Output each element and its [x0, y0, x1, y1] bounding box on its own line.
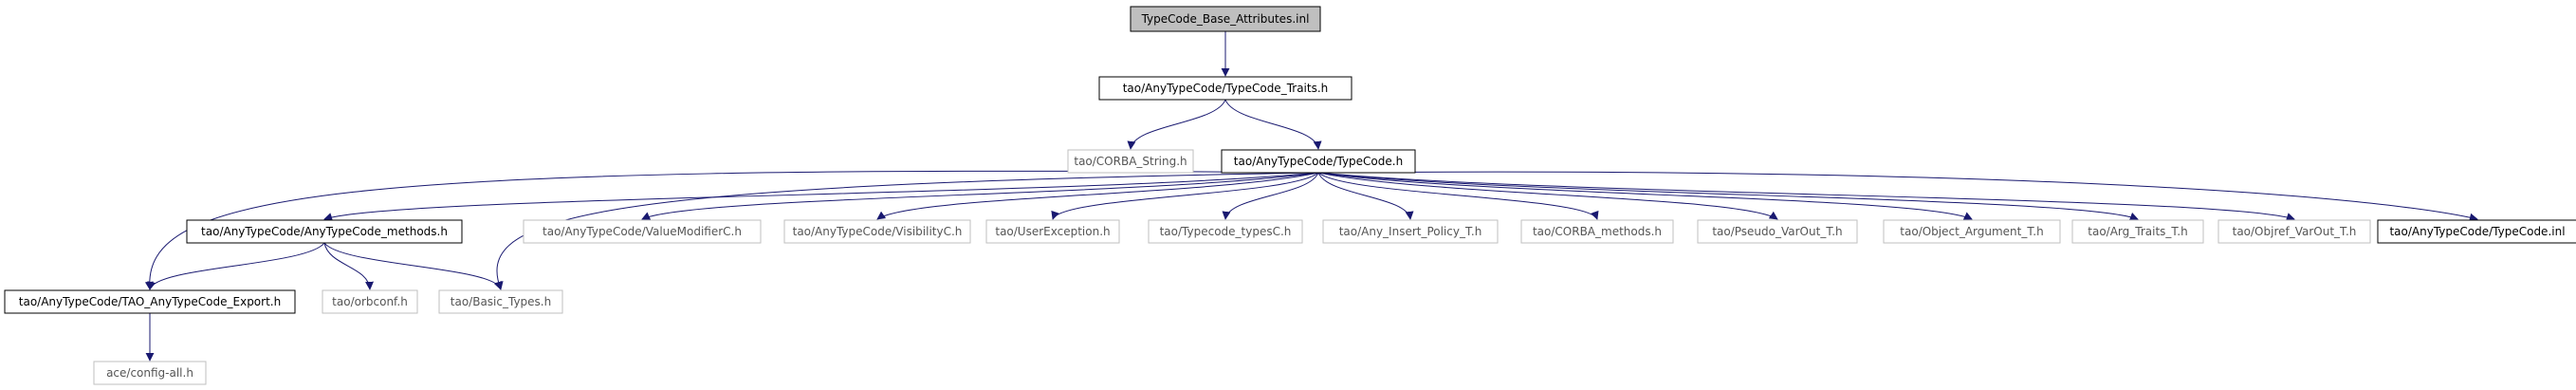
node-box [523, 219, 762, 244]
node-box [1221, 149, 1416, 174]
edge-typecode_h-to-corba_methods [1317, 172, 1599, 220]
edge-typecode_h-to-pseudo_varout [1317, 172, 1778, 220]
node-box [1148, 219, 1303, 244]
node-label: tao/AnyTypeCode/AnyTypeCode_methods.h [201, 225, 448, 238]
node-objref_varout: tao/Objref_VarOut_T.h [2217, 219, 2371, 244]
node-box [438, 289, 563, 314]
node-box [1098, 76, 1352, 101]
node-label: tao/UserException.h [995, 225, 1110, 238]
node-label: tao/Basic_Types.h [451, 295, 551, 308]
edge-typecode_h-to-value_modifier [641, 172, 1319, 220]
node-config_all: ace/config-all.h [93, 361, 207, 385]
node-label: tao/AnyTypeCode/TAO_AnyTypeCode_Export.h [19, 295, 281, 308]
node-traits[interactable]: tao/AnyTypeCode/TypeCode_Traits.h [1098, 76, 1352, 101]
node-label: tao/AnyTypeCode/VisibilityC.h [793, 225, 963, 238]
node-box [322, 289, 418, 314]
node-box [1067, 149, 1194, 174]
edge-traits-to-corba_string [1127, 99, 1226, 150]
node-box [2377, 219, 2576, 244]
node-box [2071, 219, 2204, 244]
node-box [1130, 6, 1321, 32]
node-box [4, 289, 296, 314]
node-label: tao/CORBA_String.h [1074, 155, 1187, 168]
node-box [1883, 219, 2061, 244]
node-orbconf: tao/orbconf.h [322, 289, 418, 314]
edge-typecode_h-to-typecode_inl [1317, 171, 2478, 222]
node-corba_string: tao/CORBA_String.h [1067, 149, 1194, 174]
node-label: TypeCode_Base_Attributes.inl [1141, 12, 1310, 26]
node-label: ace/config-all.h [106, 366, 193, 380]
edge-typecode_h-to-tao_export [144, 170, 1319, 290]
node-label: tao/CORBA_methods.h [1533, 225, 1662, 238]
edge-traits-to-typecode_h [1224, 99, 1322, 150]
node-root: TypeCode_Base_Attributes.inl [1130, 6, 1321, 32]
node-typecode_h[interactable]: tao/AnyTypeCode/TypeCode.h [1221, 149, 1416, 174]
node-box [186, 219, 463, 244]
edge-methods_h-to-orbconf [323, 242, 375, 290]
node-value_modifier: tao/AnyTypeCode/ValueModifierC.h [523, 219, 762, 244]
node-any_insert: tao/Any_Insert_Policy_T.h [1322, 219, 1499, 244]
node-label: tao/Pseudo_VarOut_T.h [1712, 225, 1842, 238]
node-label: tao/AnyTypeCode/TypeCode.inl [2389, 225, 2565, 238]
edge-typecode_h-to-objref_varout [1317, 172, 2295, 221]
node-methods_h[interactable]: tao/AnyTypeCode/AnyTypeCode_methods.h [186, 219, 463, 244]
node-visibility: tao/AnyTypeCode/VisibilityC.h [783, 219, 971, 244]
node-label: tao/AnyTypeCode/TypeCode.h [1234, 155, 1403, 168]
edge-typecode_h-to-visibility [876, 172, 1319, 220]
node-label: tao/Object_Argument_T.h [1900, 225, 2043, 238]
nodes-layer: TypeCode_Base_Attributes.inl tao/AnyTypeC… [4, 6, 2576, 385]
edge-typecode_h-to-typecode_types [1222, 172, 1319, 220]
node-box [985, 219, 1120, 244]
node-tao_export[interactable]: tao/AnyTypeCode/TAO_AnyTypeCode_Export.h [4, 289, 296, 314]
edge-methods_h-to-basic_types [323, 242, 504, 290]
node-label: tao/Arg_Traits_T.h [2088, 225, 2187, 238]
node-user_exception: tao/UserException.h [985, 219, 1120, 244]
node-box [93, 361, 207, 385]
edge-typecode_h-to-basic_types [493, 172, 1319, 290]
node-pseudo_varout: tao/Pseudo_VarOut_T.h [1697, 219, 1858, 244]
node-box [1322, 219, 1499, 244]
node-label: tao/AnyTypeCode/TypeCode_Traits.h [1123, 82, 1329, 95]
edge-typecode_h-to-object_argument [1317, 172, 1973, 220]
node-basic_types: tao/Basic_Types.h [438, 289, 563, 314]
node-box [1520, 219, 1674, 244]
node-box [783, 219, 971, 244]
node-typecode_inl[interactable]: tao/AnyTypeCode/TypeCode.inl [2377, 219, 2576, 244]
node-label: tao/Any_Insert_Policy_T.h [1339, 225, 1482, 238]
node-object_argument: tao/Object_Argument_T.h [1883, 219, 2061, 244]
node-label: tao/AnyTypeCode/ValueModifierC.h [543, 225, 742, 238]
edge-typecode_h-to-arg_traits [1317, 172, 2139, 221]
node-label: tao/Typecode_typesC.h [1160, 225, 1292, 238]
edge-typecode_h-to-user_exception [1051, 172, 1319, 220]
edge-typecode_h-to-methods_h [323, 172, 1319, 221]
edges-layer [144, 31, 2478, 362]
node-corba_methods: tao/CORBA_methods.h [1520, 219, 1674, 244]
node-box [2217, 219, 2371, 244]
node-box [1697, 219, 1858, 244]
node-arg_traits: tao/Arg_Traits_T.h [2071, 219, 2204, 244]
node-label: tao/Objref_VarOut_T.h [2233, 225, 2357, 238]
edge-typecode_h-to-any_insert [1317, 172, 1414, 220]
node-label: tao/orbconf.h [332, 295, 408, 308]
node-typecode_types: tao/Typecode_typesC.h [1148, 219, 1303, 244]
edge-methods_h-to-tao_export [147, 242, 325, 290]
